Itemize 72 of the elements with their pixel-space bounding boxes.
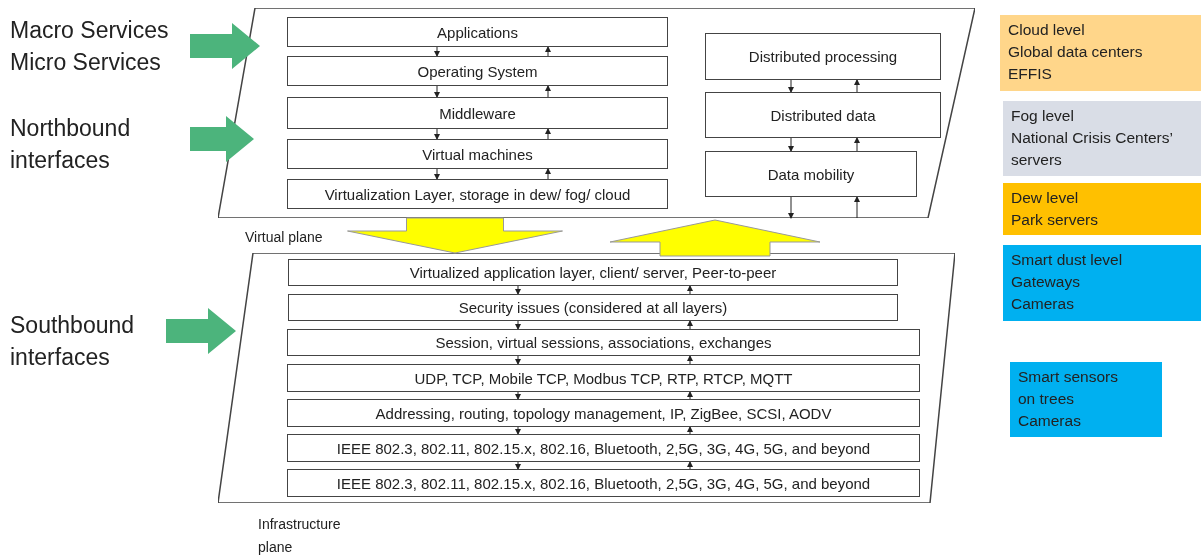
heading-text: Macro Services	[10, 16, 170, 45]
level-text: Global data centers	[1008, 42, 1144, 62]
arrow	[687, 391, 693, 400]
arrow	[434, 46, 440, 57]
plane-parallelogram	[218, 8, 975, 218]
arrow	[545, 85, 551, 98]
arrow	[788, 137, 794, 152]
plane-parallelogram	[218, 253, 955, 503]
arrow	[515, 285, 521, 295]
level-text: Park servers	[1011, 210, 1099, 230]
layer-box: IEEE 802.3, 802.11, 802.15.x, 802.16, Bluetooth, 2,5G, 3G, 4G, 5G, and beyond	[287, 469, 920, 497]
arrow	[687, 461, 693, 470]
layer-box: Addressing, routing, topology management, IP, ZigBee, SCSI, AODV	[287, 399, 920, 427]
level-text: EFFIS	[1008, 64, 1053, 84]
heading-text: Micro Services	[10, 48, 162, 77]
level-text: on trees	[1018, 389, 1075, 409]
layer-box: Virtualization Layer, storage in dew/ fog/ cloud	[287, 179, 668, 209]
arrow	[687, 320, 693, 330]
block-arrow	[609, 219, 821, 257]
arrow	[545, 46, 551, 57]
layer-box: Middleware	[287, 97, 668, 129]
arrow	[687, 426, 693, 435]
layer-box: Security issues (considered at all layers)	[288, 294, 898, 321]
level-box	[1003, 245, 1201, 321]
level-text: Smart sensors	[1018, 367, 1119, 387]
layer-box: Applications	[287, 17, 668, 47]
arrow	[545, 128, 551, 140]
level-box	[1003, 101, 1201, 176]
arrow	[434, 85, 440, 98]
arrow	[854, 79, 860, 93]
layer-box: Data mobility	[705, 151, 917, 197]
level-text: Fog level	[1011, 106, 1075, 126]
layer-box: IEEE 802.3, 802.11, 802.15.x, 802.16, Bluetooth, 2,5G, 3G, 4G, 5G, and beyond	[287, 434, 920, 462]
arrow	[687, 355, 693, 365]
arrow	[788, 196, 794, 219]
level-text: Cameras	[1018, 411, 1082, 431]
arrow	[515, 320, 521, 330]
layer-box: Distributed data	[705, 92, 941, 138]
level-box	[1003, 183, 1201, 235]
block-arrow	[190, 23, 260, 69]
layer-box: Virtual machines	[287, 139, 668, 169]
level-text: Cloud level	[1008, 20, 1086, 40]
arrow	[515, 426, 521, 435]
layer-box: Operating System	[287, 56, 668, 86]
level-box	[1000, 15, 1201, 91]
block-arrow	[190, 116, 254, 162]
arrow	[515, 461, 521, 470]
arrow	[434, 128, 440, 140]
arrow	[687, 285, 693, 295]
level-text: Gateways	[1011, 272, 1081, 292]
plane-label: Infrastructure plane	[258, 515, 342, 557]
heading-text: Northbound interfaces	[10, 114, 132, 175]
level-box	[1010, 362, 1162, 437]
arrow	[434, 168, 440, 180]
plane-label: Virtual plane	[245, 228, 324, 247]
level-text: National Crisis Centers’ servers	[1011, 128, 1174, 170]
level-text: Dew level	[1011, 188, 1080, 208]
layer-box: Session, virtual sessions, associations, exchanges	[287, 329, 920, 356]
arrow	[545, 168, 551, 180]
block-arrow	[347, 217, 563, 254]
level-text: Smart dust level	[1011, 250, 1124, 270]
block-arrow	[166, 308, 236, 354]
layer-box: UDP, TCP, Mobile TCP, Modbus TCP, RTP, RTCP, MQTT	[287, 364, 920, 392]
arrow	[854, 196, 860, 219]
heading-text: Southbound interfaces	[10, 311, 136, 372]
arrow	[515, 355, 521, 365]
arrow	[515, 391, 521, 400]
level-text: Cameras	[1011, 294, 1075, 314]
arrow	[854, 137, 860, 152]
arrow	[788, 79, 794, 93]
layer-box: Distributed processing	[705, 33, 941, 80]
layer-box: Virtualized application layer, client/ server, Peer-to-peer	[288, 259, 898, 286]
